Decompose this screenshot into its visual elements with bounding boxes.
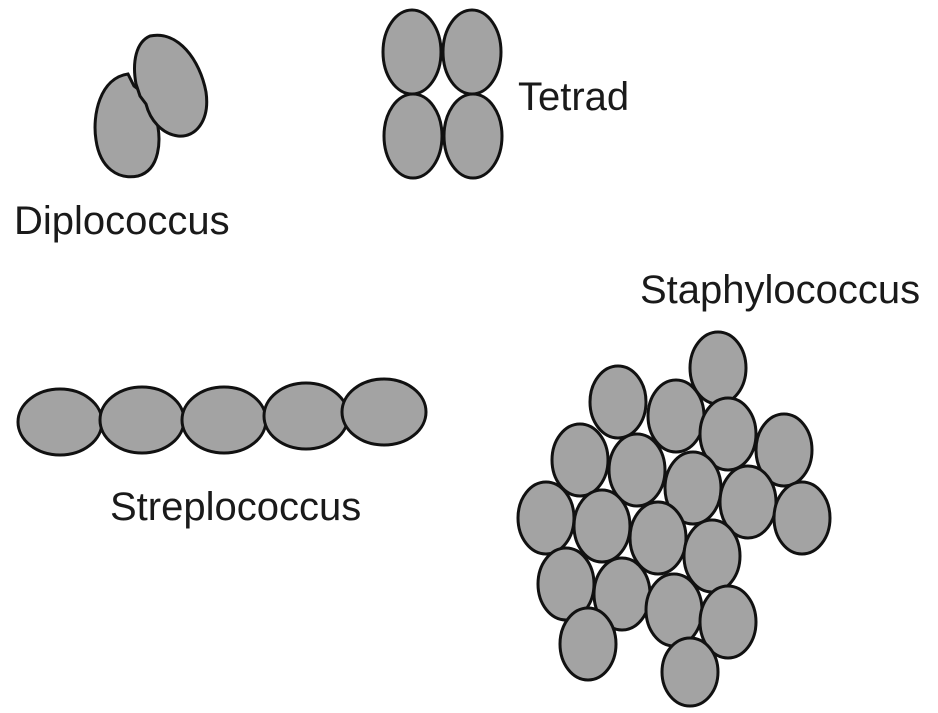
diplococcus-label: Diplococcus (14, 199, 230, 243)
staphylococcus-cluster (518, 332, 830, 706)
tetrad-cell (444, 94, 502, 178)
streptococcus-cell (264, 383, 348, 449)
streptococcus-cell (100, 387, 184, 453)
staphylococcus-cell (574, 490, 630, 562)
streptococcus-chain (18, 379, 426, 455)
streptococcus-label: Streplococcus (110, 485, 361, 529)
staphylococcus-label: Staphylococcus (640, 268, 920, 312)
staphylococcus-cell (662, 638, 718, 706)
staphylococcus-cell (518, 482, 574, 554)
tetrad-cell (383, 10, 441, 94)
staphylococcus-cell (590, 366, 646, 438)
staphylococcus-cell (560, 608, 616, 680)
staphylococcus-cell (774, 482, 830, 554)
staphylococcus-cell (648, 380, 704, 452)
streptococcus-cell (342, 379, 426, 445)
streptococcus-cell (182, 387, 266, 453)
tetrad-cell (384, 94, 442, 178)
staphylococcus-cell (646, 574, 702, 646)
tetrad-label: Tetrad (518, 75, 629, 119)
streptococcus-cell (18, 389, 102, 455)
diplococcus-group (95, 35, 207, 177)
tetrad-cell (443, 10, 501, 94)
tetrad-group (383, 10, 502, 178)
